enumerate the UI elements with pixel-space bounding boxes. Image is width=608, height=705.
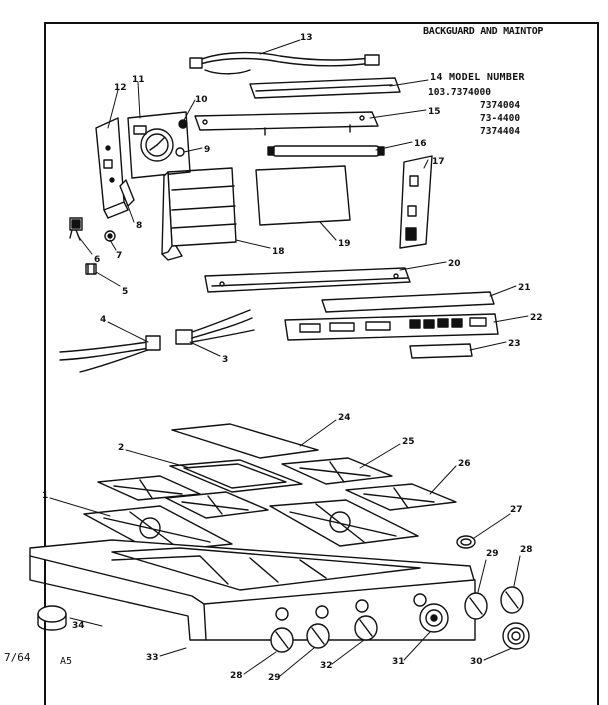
callout-7: 7 [116,251,122,261]
part-28-knob-left [270,627,294,653]
date-code: 7/64 [4,651,31,664]
callout-11: 11 [132,75,145,85]
part-23-bracket [409,343,473,359]
callout-6: 6 [94,255,100,265]
callout-17: 17 [432,157,445,167]
part-grate-center [165,491,269,519]
part-29-knob-right [464,592,488,620]
callout-24: 24 [338,413,351,423]
part-24-top-plate [171,423,319,459]
diagram-frame [44,22,599,705]
callout-27: 27 [510,505,523,515]
model-number-2: 7374004 [480,100,521,111]
callout-29-right: 29 [486,549,499,559]
part-13-wire-harness [189,51,380,75]
part-33-maintop [29,539,476,641]
part-34-knob-insert [37,605,67,631]
part-16-fluorescent-tube [267,145,385,157]
part-4-wiring [59,335,161,373]
part-6-switch [69,217,83,241]
callout-1: 1 [42,491,48,501]
callout-16: 16 [414,139,427,149]
model-number-list: 103.7374000 7374004 73-4400 7374404 [428,86,520,138]
part-9-timer-knob [175,147,185,157]
callout-23: 23 [508,339,521,349]
leader-lines [49,39,529,677]
callout-22: 22 [530,313,543,323]
callout-30: 30 [470,657,483,667]
part-3-wiring [175,309,255,345]
callout-3: 3 [222,355,228,365]
callout-4: 4 [100,315,106,325]
page-code: A5 [60,656,73,667]
callout-9: 9 [204,145,210,155]
part-1-burner-grate [83,505,233,553]
callout-29-left: 29 [268,673,281,683]
part-30-knob [502,622,530,650]
callout-34: 34 [72,621,85,631]
part-14-trim-strip [249,77,401,99]
part-31-oven-knob [419,603,449,633]
callout-28-left: 28 [230,671,243,681]
callout-20: 20 [448,259,461,269]
callout-5: 5 [122,287,128,297]
part-19-glass-panel [255,165,351,226]
part-18-frame [161,167,237,261]
callout-21: 21 [518,283,531,293]
callout-33: 33 [146,653,159,663]
callout-32: 32 [320,661,333,671]
callout-28-right: 28 [520,545,533,555]
part-5-clip [85,263,97,275]
part-grate-right-front [269,499,419,547]
callout-18: 18 [272,247,285,257]
part-15-top-trim [194,111,379,136]
model-number-4: 7374404 [480,126,521,137]
model-number-heading: 14 MODEL NUMBER [430,72,525,83]
part-2-grate-frame [169,459,303,493]
part-11-clock-panel [127,111,191,179]
callout-10: 10 [195,95,208,105]
callout-25: 25 [402,437,415,447]
part-32-knob [354,615,378,641]
part-25-burner-grate [281,457,393,485]
model-number-1: 103.7374000 [428,87,491,98]
callout-15: 15 [428,107,441,117]
part-17-end-bracket [399,155,433,249]
part-27-burner-cap [456,535,476,549]
part-29-knob-left [306,623,330,649]
part-10-clock-knob [178,119,188,129]
part-26-burner-grate [345,483,457,511]
callout-numbers: 13 15 16 17 11 12 10 9 8 7 6 5 18 19 20 … [42,33,543,683]
callout-13: 13 [300,33,313,43]
part-20-light-housing [204,267,411,293]
diagram-title: BACKGUARD AND MAINTOP [423,26,544,37]
callout-12: 12 [114,83,127,93]
callout-26: 26 [458,459,471,469]
part-12-side-bracket [95,117,129,219]
maintop-knob-sockets [275,593,427,621]
model-number-3: 73-4400 [480,113,521,124]
callout-19: 19 [338,239,351,249]
part-28-knob-right [500,586,524,614]
callout-31: 31 [392,657,405,667]
callout-2: 2 [118,443,124,453]
part-22-control-panel [284,313,499,341]
callout-8: 8 [136,221,142,231]
part-21-trim [321,291,495,313]
part-7-nut [104,230,116,242]
